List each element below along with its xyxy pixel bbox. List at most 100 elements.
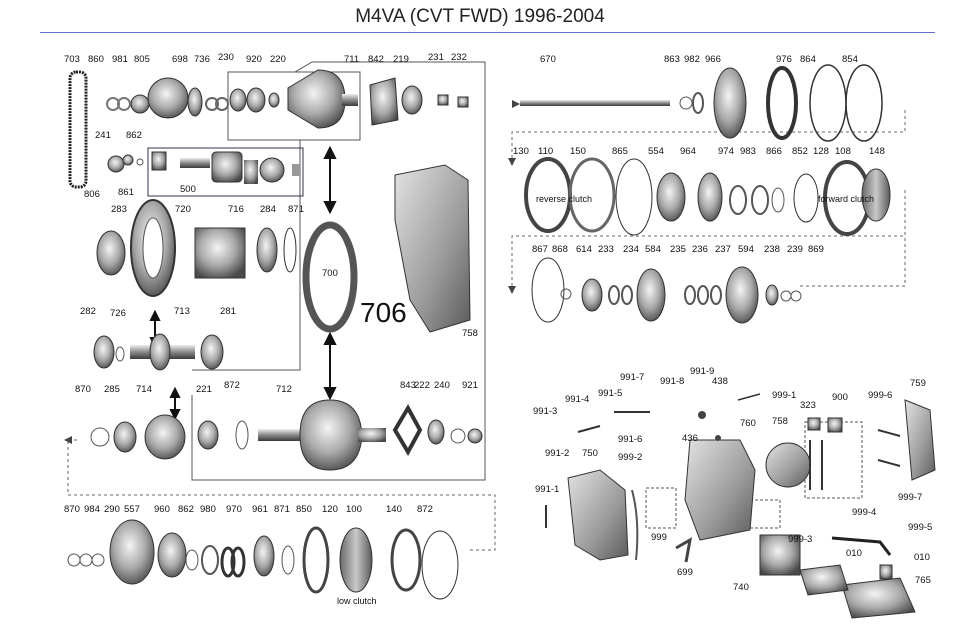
- part-number-label: 760: [740, 418, 756, 429]
- part-number-label: 984: [84, 504, 100, 515]
- seal-kit-frame: [749, 499, 781, 529]
- arrow-down-icon: [508, 158, 516, 166]
- part-number-label: 991-7: [620, 372, 644, 383]
- middle-frame: [192, 140, 301, 371]
- drive-chain: [68, 70, 88, 189]
- part-number-label: 238: [764, 244, 780, 255]
- filter-kit-frame: [645, 487, 677, 529]
- part-number-label: 290: [104, 504, 120, 515]
- part-number-label: 758: [772, 416, 788, 427]
- part-number-label: 970: [226, 504, 242, 515]
- part-number-label: 220: [270, 54, 286, 65]
- part-number-label: 964: [680, 146, 696, 157]
- part-number-label: 991-6: [618, 434, 642, 445]
- part-number-label: 806: [84, 189, 100, 200]
- part-number-label: 010: [846, 548, 862, 559]
- part-number-label: 758: [462, 328, 478, 339]
- part-number-label: 850: [296, 504, 312, 515]
- part-number-label: 614: [576, 244, 592, 255]
- input-shaft: [520, 100, 670, 106]
- oil-pump-gear: [147, 77, 189, 119]
- part-number-label: 236: [692, 244, 708, 255]
- part-number-label: 991-3: [533, 406, 557, 417]
- part-number-label: 219: [393, 54, 409, 65]
- primary-pulley: [287, 69, 346, 129]
- part-number-label: 759: [910, 378, 926, 389]
- part-number-label: 500: [180, 184, 196, 195]
- part-number-label: 323: [800, 400, 816, 411]
- part-number-label: 843: [400, 380, 416, 391]
- part-number-label: 991-8: [660, 376, 684, 387]
- part-number-label: 999-3: [788, 534, 812, 545]
- planetary-parts: [151, 151, 300, 184]
- part-number-label: 714: [136, 384, 152, 395]
- arrowheads: [64, 100, 520, 444]
- part-number-label: 100: [346, 504, 362, 515]
- part-number-label: 436: [682, 433, 698, 444]
- part-number-label: 285: [104, 384, 120, 395]
- part-number-label: 438: [712, 376, 728, 387]
- part-number-label: 871: [288, 204, 304, 215]
- part-number-label: 868: [552, 244, 568, 255]
- parts-right-rows: [520, 64, 891, 324]
- part-number-label: 872: [224, 380, 240, 391]
- part-number-label: 862: [178, 504, 194, 515]
- part-number-label: 237: [715, 244, 731, 255]
- part-number-label: 557: [124, 504, 140, 515]
- part-number-label: 230: [218, 52, 234, 63]
- big-assembly-label: 706: [360, 297, 407, 328]
- part-number-label: 991-1: [535, 484, 559, 495]
- part-number-label: 871: [274, 504, 290, 515]
- part-number-label: 716: [228, 204, 244, 215]
- part-number-label: 281: [220, 306, 236, 317]
- part-number-label: 232: [451, 52, 467, 63]
- part-number-label: 983: [740, 146, 756, 157]
- valve-body: [759, 534, 801, 576]
- arrow-down-icon: [508, 286, 516, 294]
- part-number-label: 867: [532, 244, 548, 255]
- part-number-label: 239: [787, 244, 803, 255]
- part-number-label: 960: [154, 504, 170, 515]
- part-number-label: 130: [513, 146, 529, 157]
- part-number-label: 235: [670, 244, 686, 255]
- parts-bottom-row: [67, 519, 459, 600]
- part-number-label: 852: [792, 146, 808, 157]
- part-number-label: 999-4: [852, 507, 876, 518]
- part-number-label: 999: [651, 532, 667, 543]
- part-number-label: 726: [110, 308, 126, 319]
- low-clutch-drum: [109, 519, 155, 585]
- part-number-label: 110: [538, 146, 553, 157]
- part-number-label: 865: [612, 146, 628, 157]
- part-number-label: 010: [914, 552, 930, 563]
- part-number-label: 221: [196, 384, 212, 395]
- part-number-label: 864: [800, 54, 816, 65]
- part-number-label: 120: [322, 504, 338, 515]
- part-number-label: 974: [718, 146, 734, 157]
- part-number-label: 999-2: [618, 452, 642, 463]
- transmission-case: [394, 164, 471, 333]
- differential-case: [194, 227, 246, 279]
- part-number-label: 870: [64, 504, 80, 515]
- part-number-label: 966: [705, 54, 721, 65]
- parts-row1: [68, 69, 469, 189]
- drum: [713, 67, 747, 139]
- arrow-left-icon: [64, 436, 72, 444]
- part-number-label: 920: [246, 54, 262, 65]
- title-underline: [40, 32, 935, 33]
- part-number-label: 866: [766, 146, 782, 157]
- part-number-label: 805: [134, 54, 150, 65]
- part-number-label: 869: [808, 244, 824, 255]
- part-number-label: 861: [118, 187, 134, 198]
- arrow-right-icon: [512, 100, 520, 108]
- parts-row2: [96, 164, 471, 333]
- caption-labels: 706 reverse clutch forward clutch low cl…: [337, 194, 874, 606]
- part-number-label: 713: [174, 306, 190, 317]
- part-number-label: 961: [252, 504, 268, 515]
- part-number-label: 991-4: [565, 394, 589, 405]
- part-number-label: 999-7: [898, 492, 922, 503]
- low-clutch-caption: low clutch: [337, 596, 377, 606]
- oil-pan: [841, 577, 916, 619]
- part-number-label: 750: [582, 448, 598, 459]
